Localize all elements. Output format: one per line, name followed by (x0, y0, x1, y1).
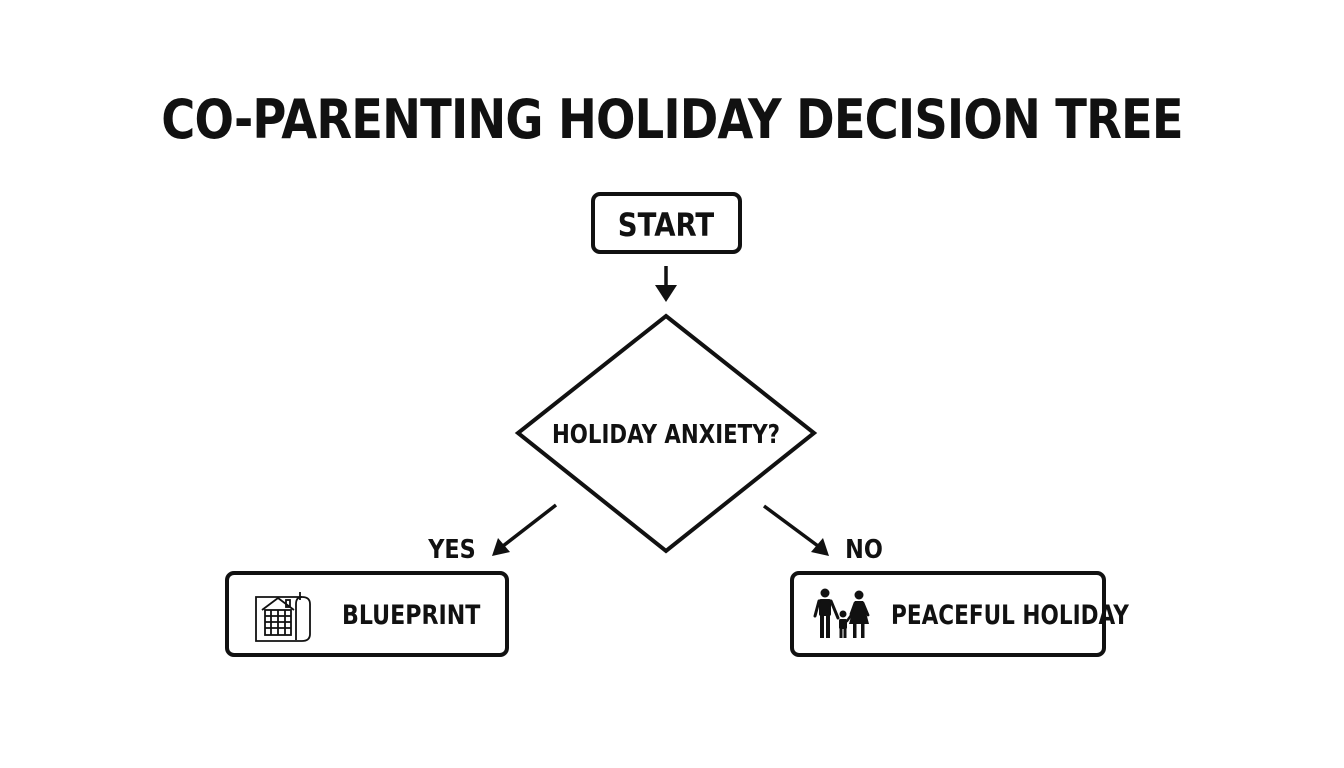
blueprint-house-icon (255, 592, 311, 642)
no-outcome-node: PEACEFUL HOLIDAY (790, 571, 1129, 657)
diagram-title: CO-PARENTING HOLIDAY DECISION TREE (161, 88, 1183, 151)
arrow-start-to-decision (655, 266, 677, 302)
decision-node-label: HOLIDAY ANXIETY? (552, 419, 780, 450)
yes-outcome-node: BLUEPRINT (225, 571, 509, 657)
arrow-yes (492, 503, 558, 556)
start-node: START (591, 192, 742, 254)
start-node-label: START (618, 207, 715, 245)
no-outcome-label: PEACEFUL HOLIDAY (891, 599, 1129, 631)
arrow-no (762, 504, 829, 556)
decision-node: HOLIDAY ANXIETY? (514, 313, 818, 554)
family-icon (813, 588, 870, 638)
yes-edge-label: YES (427, 533, 475, 564)
no-edge-label: NO (845, 533, 883, 564)
yes-outcome-label: BLUEPRINT (342, 599, 480, 631)
